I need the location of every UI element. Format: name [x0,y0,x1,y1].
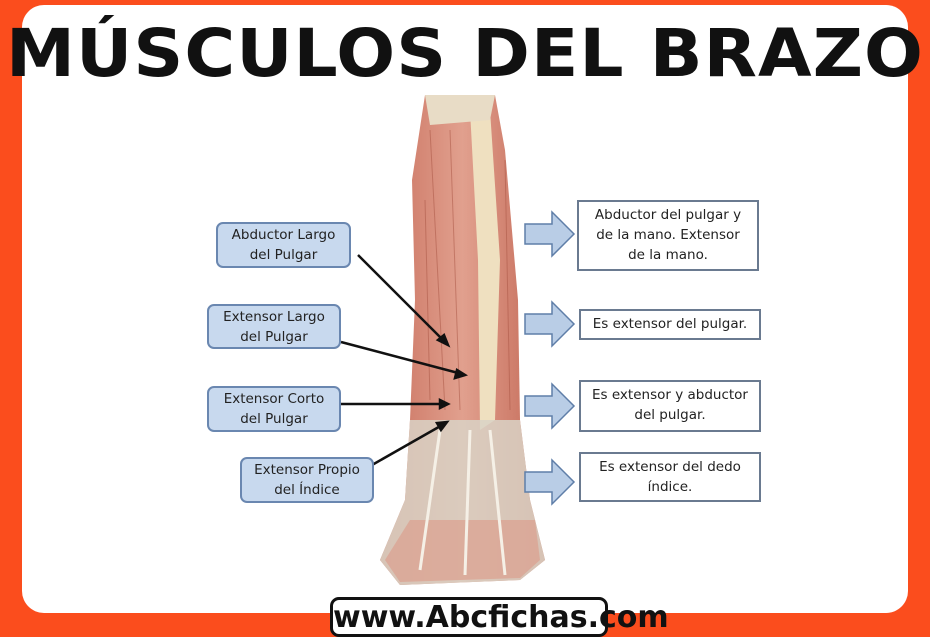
arrow-icon [524,210,576,258]
description-extensor-corto: Es extensor y abductor del pulgar. [579,380,761,432]
label-extensor-corto: Extensor Corto del Pulgar [207,386,341,432]
desc-line: Es extensor del dedo [599,459,741,475]
label-extensor-largo: Extensor Largo del Pulgar [207,304,341,349]
pointer-lines [340,254,469,467]
label-line: del Pulgar [240,329,308,345]
label-abductor-largo: Abductor Largo del Pulgar [216,222,351,268]
description-extensor-propio: Es extensor del dedo índice. [579,452,761,502]
label-extensor-propio: Extensor Propio del Índice [240,457,374,503]
label-line: del Pulgar [240,411,308,427]
desc-line: Es extensor y abductor [592,387,748,403]
arrows [524,210,576,506]
desc-line: del pulgar. [634,407,706,423]
desc-line: Es extensor del pulgar. [592,316,748,332]
description-abductor-largo: Abductor del pulgar y de la mano. Extenso… [577,200,759,271]
label-line: Extensor Propio [254,462,360,478]
forearm-illustration [340,95,576,585]
description-extensor-largo: Es extensor del pulgar. [579,309,761,340]
desc-line: de la mano. [628,247,708,263]
arrow-icon [524,300,576,348]
website-link[interactable]: www.Abcfichas.com [330,597,669,637]
arrow-icon [524,382,576,430]
desc-line: de la mano. Extensor [596,227,740,243]
desc-line: índice. [647,479,693,495]
label-line: del Pulgar [249,247,318,263]
label-line: Abductor Largo [231,227,336,243]
forearm-drawing [380,95,545,585]
label-line: del Índice [274,482,340,498]
label-line: Extensor Largo [223,309,325,325]
page-title: MÚSCULOS DEL BRAZO [6,15,924,92]
label-line: Extensor Corto [223,391,325,407]
arrow-icon [524,458,576,506]
desc-line: Abductor del pulgar y [594,207,742,223]
